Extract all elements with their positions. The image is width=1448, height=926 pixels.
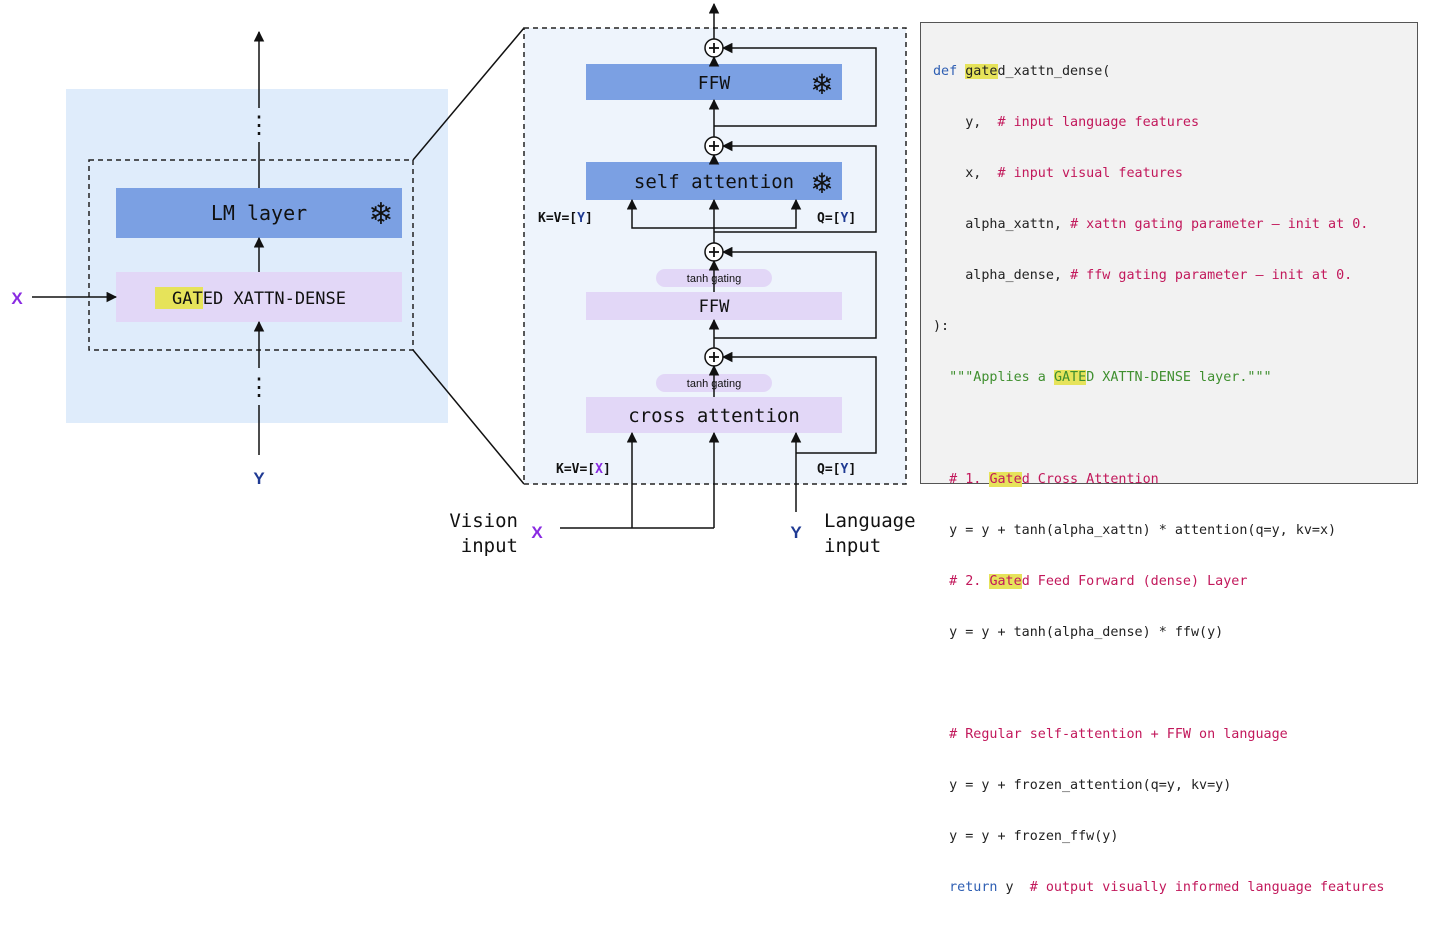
left-ellipsis-top: ⋮: [247, 112, 271, 139]
zoom-line-bottom: [412, 349, 525, 485]
vision-input-line2: input: [461, 535, 518, 557]
code-line-12: y = y + tanh(alpha_dense) * ffw(y): [933, 624, 1224, 640]
left-background: [66, 89, 448, 423]
code-line-9: # 1. Gated Cross Attention: [933, 471, 1159, 487]
code-line-10: y = y + tanh(alpha_xattn) * attention(q=…: [933, 522, 1337, 538]
self-attention-box: [586, 162, 842, 200]
left-y-label: Y: [253, 469, 265, 488]
code-line-1: def gated_xattn_dense(: [933, 63, 1111, 79]
diagram-canvas: LM layer ❄ GATED XATTN-DENSE ⋮ ⋮ Y X FFW…: [11, 2, 916, 557]
code-line-4: alpha_xattn, # xattn gating parameter – …: [933, 216, 1369, 232]
ffw-gated-box: [586, 292, 842, 320]
left-ellipsis-bottom: ⋮: [247, 374, 271, 401]
q-y-label-bottom: Q=[Y]: [817, 462, 856, 477]
language-y-label: Y: [790, 523, 802, 542]
middle-flow-arrows: [560, 2, 877, 529]
vision-input-line1: Vision: [449, 510, 518, 532]
plus-circle-4: [704, 347, 724, 367]
code-line-3: x, # input visual features: [933, 165, 1183, 181]
kv-x-label: K=V=[X]: [556, 462, 611, 477]
ffw-gated-label: FFW: [699, 297, 730, 317]
gate-highlight: [155, 287, 203, 309]
plus-circle-2: [704, 136, 724, 156]
plus-circle-1: [704, 38, 724, 58]
plus-circle-3: [704, 242, 724, 262]
code-line-5: alpha_dense, # ffw gating parameter – in…: [933, 267, 1353, 283]
code-line-17: return y # output visually informed lang…: [933, 879, 1385, 895]
gated-xattn-dense-label: GATED XATTN-DENSE: [172, 289, 346, 309]
left-x-label: X: [11, 289, 23, 308]
vision-x-label: X: [531, 523, 543, 542]
code-line-7: """Applies a GATED XATTN-DENSE layer.""": [933, 369, 1272, 385]
kv-y-label: K=V=[Y]: [538, 211, 593, 226]
snowflake-icon: ❄: [810, 168, 833, 199]
snowflake-icon: ❄: [368, 198, 393, 231]
language-input-line2: input: [824, 535, 881, 557]
left-dashed-frame: [88, 159, 414, 351]
code-line-15: y = y + frozen_attention(q=y, kv=y): [933, 777, 1232, 793]
code-line-11: # 2. Gated Feed Forward (dense) Layer: [933, 573, 1248, 589]
ffw-top-label: FFW: [698, 73, 731, 94]
q-y-label-top: Q=[Y]: [817, 211, 856, 226]
cross-attention-box: [586, 397, 842, 433]
code-line-8: [933, 416, 1417, 442]
ffw-top-box: [586, 64, 842, 100]
zoom-line-top: [412, 27, 525, 161]
lm-layer-box: [116, 188, 402, 238]
self-attention-label: self attention: [634, 171, 794, 193]
snowflake-icon: ❄: [810, 69, 833, 100]
code-line-13: [933, 671, 1417, 697]
code-line-6: ):: [933, 318, 950, 334]
lm-layer-label: LM layer: [211, 201, 307, 225]
code-panel: def gated_xattn_dense( y, # input langua…: [920, 22, 1418, 895]
cross-attention-label: cross attention: [628, 405, 800, 427]
code-line-16: y = y + frozen_ffw(y): [933, 828, 1119, 844]
language-input-line1: Language: [824, 510, 916, 532]
code-line-14: # Regular self-attention + FFW on langua…: [933, 726, 1288, 742]
code-line-2: y, # input language features: [933, 114, 1200, 130]
